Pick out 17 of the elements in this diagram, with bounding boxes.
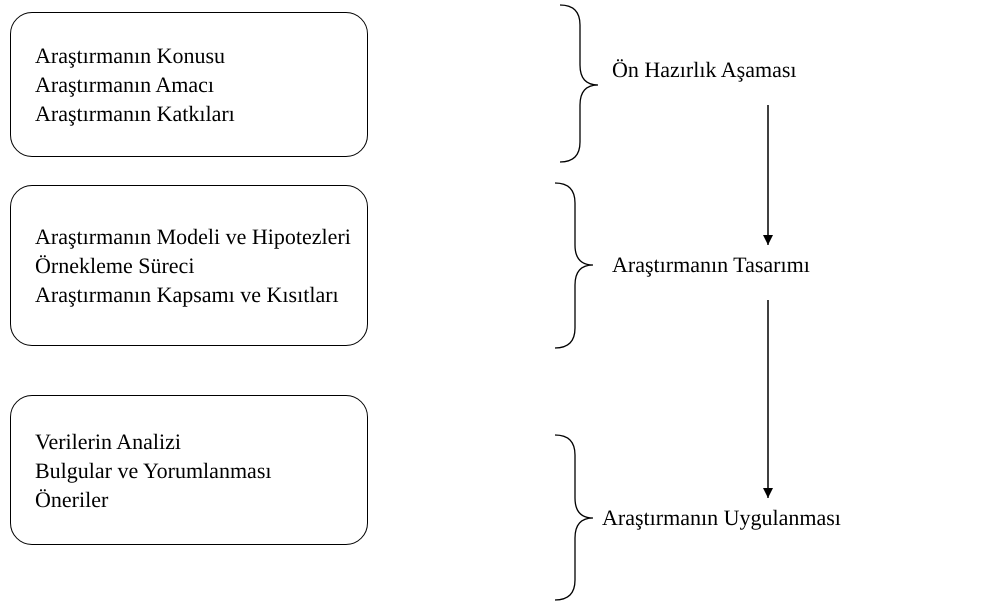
arrow — [763, 105, 773, 245]
item-text: Araştırmanın Konusu — [35, 42, 226, 70]
item-text: Bulgular ve Yorumlanması — [35, 456, 272, 484]
item-text: Araştırmanın Katkıları — [35, 100, 235, 128]
rounded-box — [10, 395, 368, 545]
stage-label: Araştırmanın Tasarımı — [612, 248, 810, 282]
stage-label: Araştırmanın Uygulanması — [602, 501, 841, 535]
rounded-box — [10, 185, 368, 346]
item-text: Örnekleme Süreci — [35, 252, 194, 280]
arrow — [763, 300, 773, 498]
item-text: Araştırmanın Kapsamı ve Kısıtları — [35, 281, 339, 309]
item-text: Araştırmanın Modeli ve Hipotezleri — [35, 223, 351, 251]
item-text: Araştırmanın Amacı — [35, 71, 214, 99]
stage-label: Ön Hazırlık Aşaması — [612, 53, 797, 87]
rounded-box — [10, 12, 368, 157]
item-text: Öneriler — [35, 486, 108, 514]
item-text: Verilerin Analizi — [35, 428, 182, 456]
